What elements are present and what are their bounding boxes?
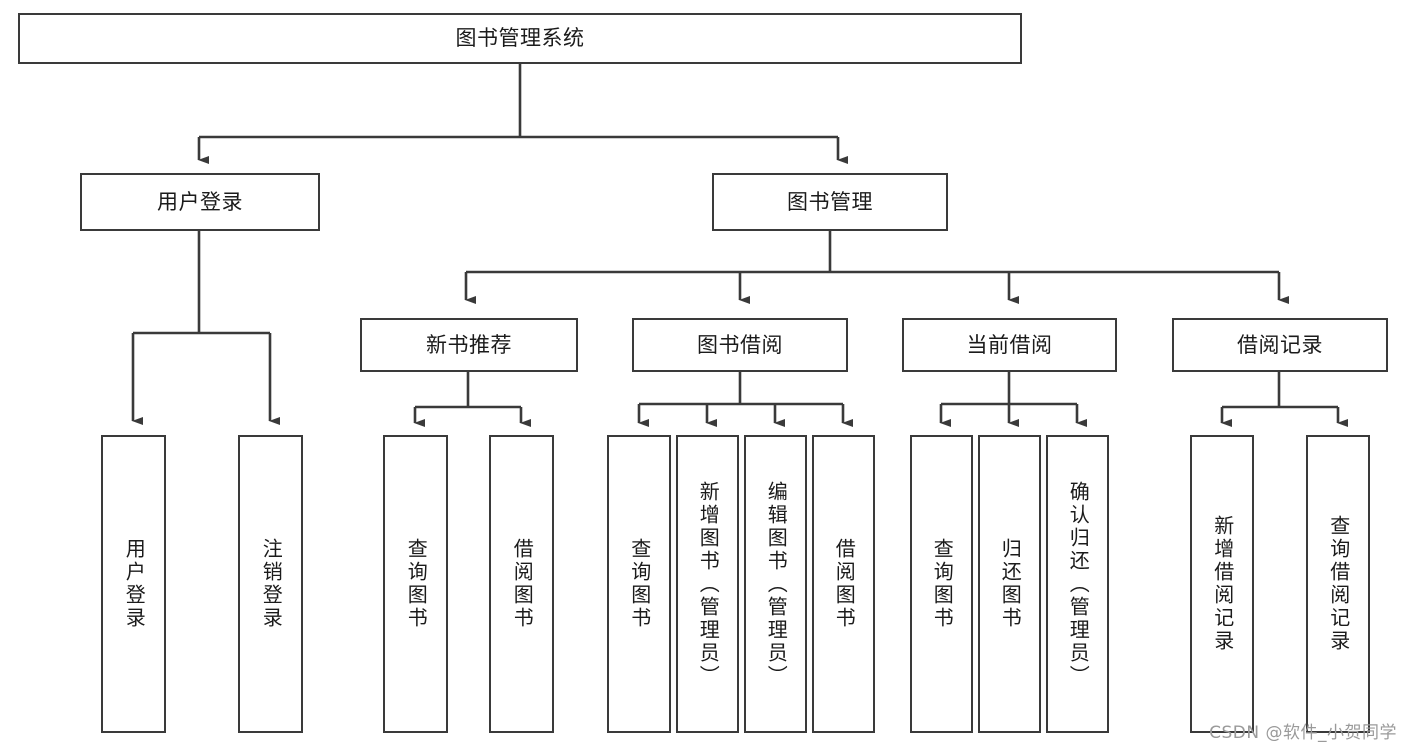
- node-leaf-borrow-book-2-label: 借阅图书: [832, 538, 857, 630]
- node-current-borrow-label: 当前借阅: [966, 332, 1053, 357]
- node-user-login[interactable]: 用户登录: [80, 173, 320, 231]
- node-leaf-add-book[interactable]: 新增图书（管理员）: [676, 435, 739, 733]
- node-leaf-edit-book-label: 编辑图书（管理员）: [764, 480, 789, 688]
- node-leaf-query-record-label: 查询借阅记录: [1326, 515, 1351, 653]
- node-new-book-recommend[interactable]: 新书推荐: [360, 318, 578, 372]
- node-book-manage-label: 图书管理: [787, 189, 873, 214]
- node-leaf-edit-book[interactable]: 编辑图书（管理员）: [744, 435, 807, 733]
- node-leaf-add-record[interactable]: 新增借阅记录: [1190, 435, 1254, 733]
- node-borrow-record-label: 借阅记录: [1237, 332, 1323, 357]
- node-leaf-query-book-2-label: 查询图书: [627, 538, 652, 630]
- node-root[interactable]: 图书管理系统: [18, 13, 1022, 64]
- node-current-borrow[interactable]: 当前借阅: [902, 318, 1117, 372]
- node-leaf-user-login-label: 用户登录: [122, 538, 147, 630]
- node-leaf-query-book-1[interactable]: 查询图书: [383, 435, 448, 733]
- node-leaf-add-book-label: 新增图书（管理员）: [696, 480, 721, 688]
- node-leaf-borrow-book-2[interactable]: 借阅图书: [812, 435, 875, 733]
- node-root-label: 图书管理系统: [455, 26, 585, 51]
- csdn-watermark: CSDN @软件_小贺同学: [1209, 723, 1397, 743]
- node-book-borrow-label: 图书借阅: [697, 332, 783, 357]
- node-book-manage[interactable]: 图书管理: [712, 173, 948, 231]
- node-user-login-label: 用户登录: [157, 189, 243, 214]
- node-book-borrow[interactable]: 图书借阅: [632, 318, 848, 372]
- node-leaf-query-book-2[interactable]: 查询图书: [607, 435, 671, 733]
- node-leaf-borrow-book-1-label: 借阅图书: [510, 538, 535, 630]
- node-borrow-record[interactable]: 借阅记录: [1172, 318, 1388, 372]
- node-leaf-confirm-return-label: 确认归还（管理员）: [1066, 480, 1091, 688]
- node-leaf-user-login[interactable]: 用户登录: [101, 435, 166, 733]
- node-leaf-user-logout[interactable]: 注销登录: [238, 435, 303, 733]
- node-leaf-user-logout-label: 注销登录: [259, 538, 284, 630]
- node-leaf-return-book[interactable]: 归还图书: [978, 435, 1041, 733]
- node-leaf-query-book-1-label: 查询图书: [404, 538, 429, 630]
- node-leaf-borrow-book-1[interactable]: 借阅图书: [489, 435, 554, 733]
- node-leaf-confirm-return[interactable]: 确认归还（管理员）: [1046, 435, 1109, 733]
- node-new-book-recommend-label: 新书推荐: [426, 332, 512, 357]
- node-leaf-query-record[interactable]: 查询借阅记录: [1306, 435, 1370, 733]
- node-leaf-return-book-label: 归还图书: [998, 538, 1023, 630]
- node-leaf-add-record-label: 新增借阅记录: [1210, 515, 1235, 653]
- node-leaf-query-book-3-label: 查询图书: [930, 538, 955, 630]
- node-leaf-query-book-3[interactable]: 查询图书: [910, 435, 973, 733]
